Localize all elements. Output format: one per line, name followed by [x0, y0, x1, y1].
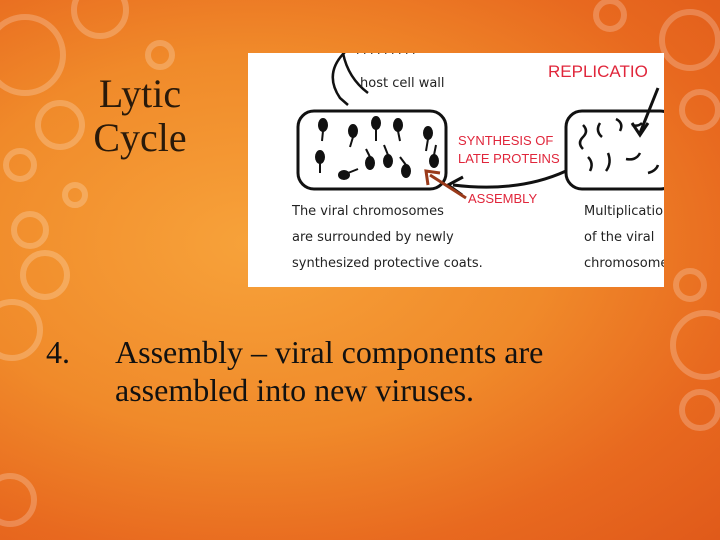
right-caption-3: chromosome	[584, 256, 664, 271]
assembly-label: ASSEMBLY	[468, 191, 537, 206]
svg-text:· · · · · · · · ·: · · · · · · · · ·	[356, 53, 415, 60]
lytic-cycle-figure: host cell wall · · · · · · · · · REPLICA…	[248, 53, 664, 287]
synthesis-arrow	[452, 169, 567, 189]
host-cell-wall-label: host cell wall	[360, 76, 445, 91]
item-text: Assembly – viral components are assemble…	[115, 334, 544, 408]
assembly-arrow	[429, 173, 467, 200]
host-wall-arrow	[341, 53, 369, 94]
left-caption-2: are surrounded by newly	[292, 230, 454, 245]
synthesis-label-2: LATE PROTEINS	[458, 151, 560, 166]
left-caption-3: synthesized protective coats.	[292, 256, 483, 271]
title-line-1: Lytic	[98, 71, 182, 116]
synthesis-label-1: SYNTHESIS OF	[458, 133, 553, 148]
item-number: 4.	[46, 334, 70, 370]
right-caption-2: of the viral	[584, 230, 654, 245]
left-caption-1: The viral chromosomes	[291, 204, 444, 219]
replication-label: REPLICATIO	[548, 62, 648, 81]
left-cell	[296, 109, 448, 191]
viral-chromosomes	[578, 117, 660, 175]
title-line-2: Cycle	[93, 115, 187, 160]
assembled-viruses	[315, 116, 439, 180]
right-cell	[564, 109, 664, 191]
slide-title: Lytic Cycle	[60, 72, 220, 160]
right-caption-1: Multiplicatio	[584, 204, 663, 219]
figure-drawing: host cell wall · · · · · · · · · REPLICA…	[291, 53, 664, 271]
